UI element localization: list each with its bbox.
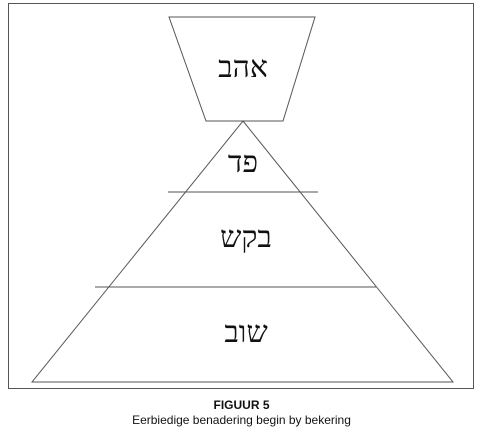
level-label-3: בקש <box>220 220 272 255</box>
pyramid-diagram: אהב פד בקש שוב <box>30 16 455 383</box>
pyramid-triangle <box>30 120 455 383</box>
level-label-2: פד <box>228 145 258 180</box>
figure-caption-title: FIGUUR 5 <box>213 398 270 412</box>
top-trapezoid <box>168 16 316 122</box>
level-label-bottom: שוב <box>224 315 267 350</box>
level-label-top: אהב <box>218 50 268 85</box>
figure-caption-subtitle: Eerbiedige benadering begin by bekering <box>132 413 351 427</box>
